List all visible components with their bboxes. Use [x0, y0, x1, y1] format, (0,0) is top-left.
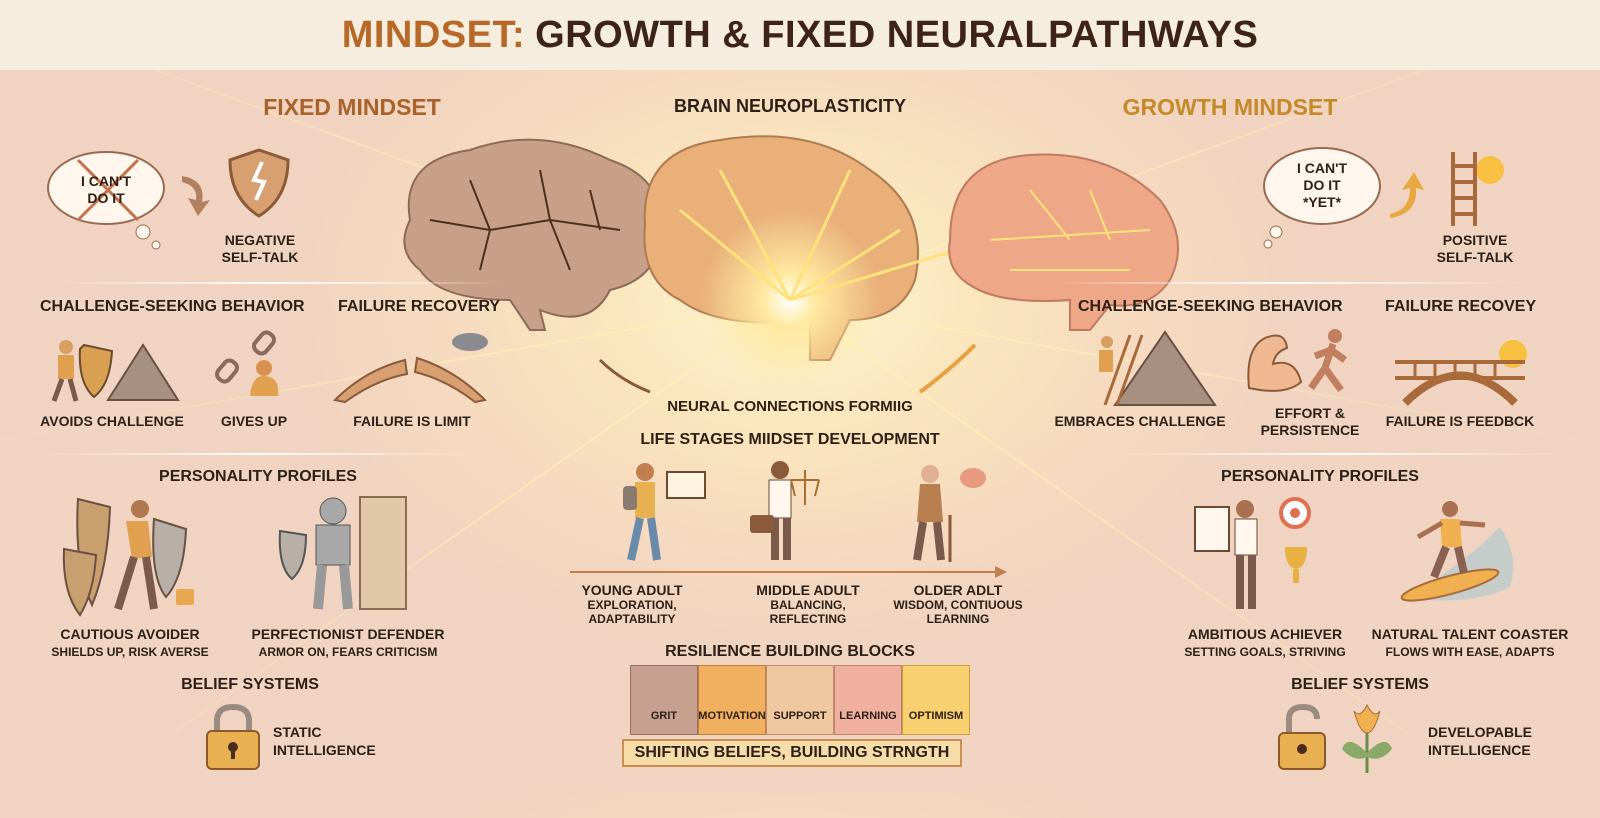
- flower-sprout-icon: [1342, 703, 1392, 773]
- block-learning: LEARNING: [834, 665, 902, 735]
- thought-cloud-icon: [47, 151, 165, 250]
- stage-desc: REFLECTING: [769, 612, 847, 626]
- profile-name: CAUTIOUS AVOIDER: [60, 626, 200, 642]
- behavior-label: FAILURE IS FEEDBCK: [1385, 413, 1535, 429]
- closed-lock-icon: [206, 703, 260, 770]
- stage-desc: LEARNING: [926, 612, 990, 626]
- ambitious-achiever-icon: [1194, 497, 1311, 609]
- title-main: GROWTH & FIXED NEURALPATHWAYS: [535, 13, 1259, 56]
- profile-desc: ARMOR ON, FEARS CRITICISM: [258, 645, 438, 659]
- banner: SHIFTING BELIEFS, BUILDING STRNGTH: [622, 739, 962, 767]
- belief-label: DEVELOPABLE: [1428, 724, 1532, 740]
- failure-heading: FAILURE RECOVERY: [338, 298, 501, 315]
- belief-label: INTELLIGENCE: [1428, 742, 1531, 758]
- thought-cloud-icon: [1263, 147, 1381, 249]
- profiles-heading: PERSONALITY PROFILES: [1221, 468, 1419, 485]
- title-accent: MINDSET:: [341, 13, 526, 56]
- behavior-label: AVOIDS CHALLENGE: [40, 413, 184, 429]
- stage-desc: ADAPTABILITY: [588, 612, 676, 626]
- arrow-down-icon: [182, 176, 210, 216]
- behavior-label: GIVES UP: [220, 413, 288, 429]
- brain-illustration: [403, 135, 1179, 394]
- page-title: MINDSET:GROWTH & FIXED NEURALPATHWAYS: [0, 0, 1600, 70]
- challenge-heading: CHALLENGE-SEEKING BEHAVIOR: [40, 298, 305, 315]
- neuroplasticity-heading: BRAIN NEUROPLASTICITY: [673, 96, 907, 116]
- open-lock-icon: [1278, 703, 1326, 770]
- stage-name: YOUNG ADULT: [581, 582, 683, 598]
- divider: [35, 282, 505, 284]
- block-label: LEARNING: [839, 710, 897, 722]
- thought-line: I CAN'T: [81, 173, 131, 189]
- profile-name: AMBITIOUS ACHIEVER: [1187, 626, 1343, 642]
- self-talk-label: SELF-TALK: [1436, 249, 1514, 265]
- stage-name: MIDDLE ADULT: [756, 582, 860, 598]
- cautious-avoider-icon: [62, 497, 194, 617]
- block-grit: GRIT: [630, 665, 698, 735]
- growth-mindset-heading: GROWTH MINDSET: [1122, 94, 1338, 120]
- divider: [1110, 453, 1570, 455]
- block-optimism: OPTIMISM: [902, 665, 970, 735]
- behavior-label: EFFORT &: [1275, 405, 1345, 421]
- life-stages-timeline: [570, 461, 1007, 578]
- profile-name: NATURAL TALENT COASTER: [1371, 626, 1569, 642]
- belief-label: STATIC: [273, 724, 322, 740]
- belief-label: INTELLIGENCE: [273, 742, 376, 758]
- beliefs-heading: BELIEF SYSTEMS: [181, 676, 319, 693]
- profiles-heading: PERSONALITY PROFILES: [159, 468, 357, 485]
- profile-desc: FLOWS WITH EASE, ADAPTS: [1385, 645, 1555, 659]
- self-talk-label: SELF-TALK: [221, 249, 299, 265]
- self-talk-label: POSITIVE: [1442, 232, 1508, 248]
- resilience-blocks: GRIT MOTIVATION SUPPORT LEARNING OPTIMIS…: [630, 665, 970, 735]
- profile-name: PERFECTIONIST DEFENDER: [251, 626, 445, 642]
- thought-line: DO IT: [87, 190, 125, 206]
- ladder-sun-icon: [1451, 152, 1504, 226]
- banner-text: SHIFTING BELIEFS, BUILDING STRNGTH: [634, 744, 950, 761]
- stage-name: OLDER ADLT: [913, 582, 1003, 598]
- behavior-label: FAILURE IS LIMIT: [353, 413, 471, 429]
- arrow-up-icon: [1390, 172, 1424, 218]
- thought-line: I CAN'T: [1297, 160, 1347, 176]
- failure-heading: FAILURE RECOVEY: [1385, 298, 1537, 315]
- thought-line: *YET*: [1302, 194, 1342, 210]
- neural-connections-label: NEURAL CONNECTIONS FORMIIG: [667, 398, 913, 415]
- divider: [35, 453, 480, 455]
- behavior-label: EMBRACES CHALLENGE: [1054, 413, 1226, 429]
- thought-line: DO IT: [1303, 177, 1341, 193]
- stage-desc: EXPLORATION,: [587, 598, 677, 612]
- divider: [1050, 282, 1535, 284]
- profile-desc: SHIELDS UP, RISK AVERSE: [51, 645, 209, 659]
- broken-bridge-icon: [332, 333, 488, 404]
- embrace-challenge-icon: [1099, 330, 1217, 406]
- profile-desc: SETTING GOALS, STRIVING: [1184, 645, 1346, 659]
- bridge-sun-icon: [1395, 340, 1527, 406]
- life-stages-heading: LIFE STAGES MIIDSET DEVELOPMENT: [640, 431, 940, 448]
- perfectionist-defender-icon: [278, 496, 407, 610]
- block-label: MOTIVATION: [698, 710, 766, 722]
- self-talk-label: NEGATIVE: [224, 232, 296, 248]
- resilience-heading: RESILIENCE BUILDING BLOCKS: [665, 643, 915, 660]
- fixed-mindset-heading: FIXED MINDSET: [263, 94, 441, 120]
- block-motivation: MOTIVATION: [698, 665, 766, 735]
- avoid-challenge-icon: [51, 340, 180, 402]
- effort-icon: [1247, 329, 1348, 393]
- block-label: GRIT: [650, 710, 678, 722]
- beliefs-heading: BELIEF SYSTEMS: [1291, 676, 1429, 693]
- challenge-heading: CHALLENGE-SEEKING BEHAVIOR: [1078, 298, 1343, 315]
- block-label: SUPPORT: [773, 710, 827, 722]
- broken-shield-icon: [228, 148, 290, 218]
- stage-desc: WISDOM, CONTIUOUS: [893, 598, 1023, 612]
- surfer-icon: [1400, 501, 1514, 602]
- behavior-label: PERSISTENCE: [1260, 422, 1360, 438]
- stage-desc: BALANCING,: [770, 598, 846, 612]
- block-support: SUPPORT: [766, 665, 834, 735]
- gives-up-icon: [215, 330, 279, 396]
- block-label: OPTIMISM: [908, 710, 964, 722]
